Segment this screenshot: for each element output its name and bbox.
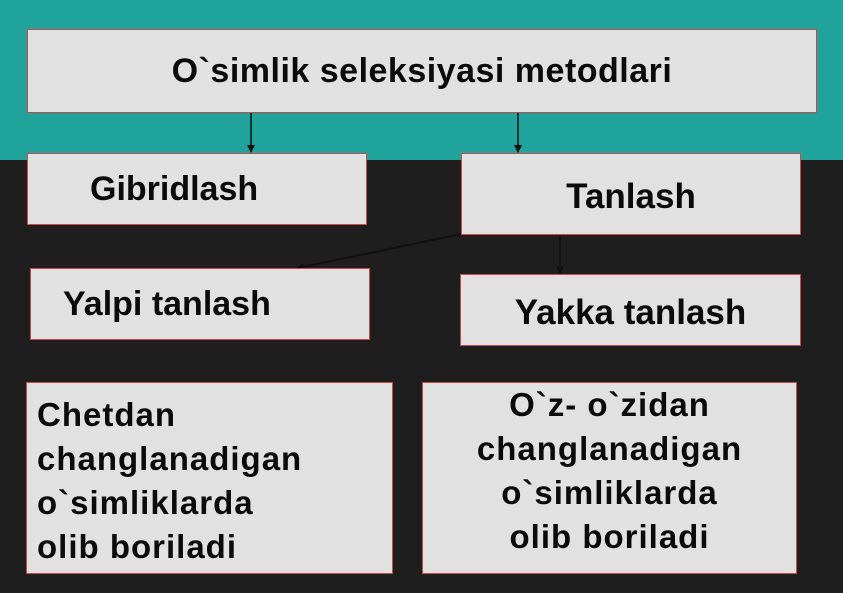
yalpi-tanlash-label: Yalpi tanlash xyxy=(63,284,271,323)
yalpi-tanlash-box: Yalpi tanlash xyxy=(30,268,370,340)
mass-selection-description-box: Chetdan changlanadigan o`simliklarda oli… xyxy=(26,382,393,574)
individual-selection-description-box: O`z- o`zidan changlanadigan o`simliklard… xyxy=(422,382,797,574)
tanlash-box: Tanlash xyxy=(461,153,801,235)
yakka-tanlash-label: Yakka tanlash xyxy=(514,293,747,332)
tanlash-label: Tanlash xyxy=(566,177,696,216)
yakka-tanlash-box: Yakka tanlash xyxy=(460,274,801,346)
diagram-title: O`simlik seleksiyasi metodlari xyxy=(171,51,673,90)
individual-selection-description: O`z- o`zidan changlanadigan o`simliklard… xyxy=(476,386,743,555)
mass-selection-description: Chetdan changlanadigan o`simliklarda oli… xyxy=(37,396,303,565)
gibridlash-label: Gibridlash xyxy=(90,169,259,208)
gibridlash-box: Gibridlash xyxy=(27,153,367,225)
title-box: O`simlik seleksiyasi metodlari xyxy=(27,29,817,113)
